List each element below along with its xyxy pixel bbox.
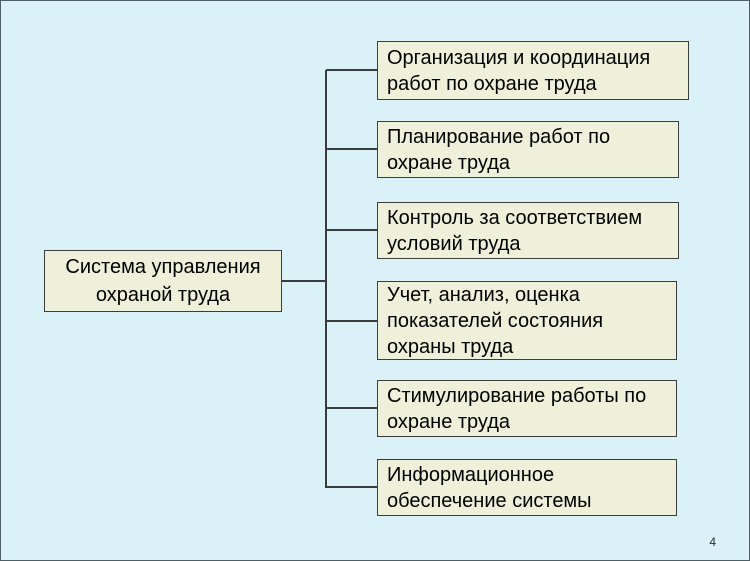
connector-branch-1-line <box>326 69 377 71</box>
branch-box-label: Информационное обеспечение системы <box>387 463 592 512</box>
root-box-management-system: Система управления охраной труда <box>44 250 282 312</box>
root-box-label: Система управления охраной труда <box>65 256 261 306</box>
branch-box-information-support: Информационное обеспечение системы <box>377 459 677 516</box>
branch-box-planning: Планирование работ по охране труда <box>377 121 679 178</box>
connector-branch-6-line <box>326 486 377 488</box>
branch-box-accounting-analysis: Учет, анализ, оценка показателей состоян… <box>377 281 677 360</box>
branch-box-stimulation: Стимулирование работы по охране труда <box>377 380 677 437</box>
connector-branch-3-line <box>326 229 377 231</box>
branch-box-label: Стимулирование работы по охране труда <box>387 384 647 433</box>
branch-box-label: Контроль за соответствием условий труда <box>387 206 643 255</box>
connector-trunk-line <box>325 70 327 488</box>
connector-branch-5-line <box>326 407 377 409</box>
branch-box-control: Контроль за соответствием условий труда <box>377 202 679 259</box>
branch-box-organization: Организация и координация работ по охран… <box>377 41 689 100</box>
connector-branch-2-line <box>326 148 377 150</box>
branch-box-label: Учет, анализ, оценка показателей состоян… <box>387 283 604 358</box>
connector-root-line <box>282 280 325 282</box>
branch-box-label: Планирование работ по охране труда <box>387 125 611 174</box>
branch-box-label: Организация и координация работ по охран… <box>387 46 651 95</box>
connector-branch-4-line <box>326 320 377 322</box>
page-number: 4 <box>709 535 716 549</box>
